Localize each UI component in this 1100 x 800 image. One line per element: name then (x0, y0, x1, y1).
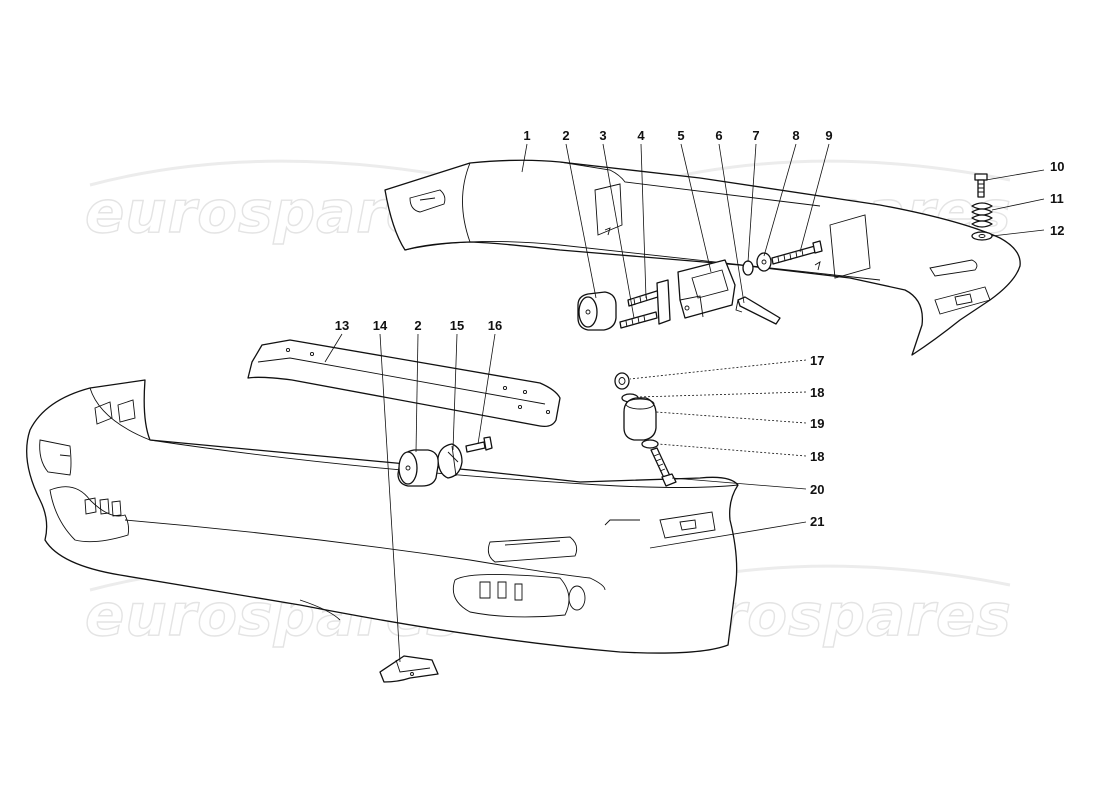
screw-10 (974, 173, 988, 198)
callout-3: 3 (599, 128, 606, 143)
callout-4: 4 (637, 128, 645, 143)
front-bumper (26, 379, 739, 654)
washer-12 (971, 231, 993, 241)
callout-1: 1 (523, 128, 530, 143)
rubber-mount-19 (623, 397, 657, 441)
callout-2-lower: 2 (414, 318, 421, 333)
callout-20: 20 (810, 482, 824, 497)
rubber-buffer-upper (577, 291, 617, 331)
callout-19: 19 (810, 416, 824, 431)
reinforcement-bar (247, 339, 561, 428)
nut-upper (742, 260, 754, 276)
callout-15: 15 (450, 318, 464, 333)
callout-18: 18 (810, 385, 824, 400)
bolt-with-plate (627, 279, 671, 325)
callout-9: 9 (825, 128, 832, 143)
callout-13: 13 (335, 318, 349, 333)
nut-17 (614, 372, 630, 390)
rear-bumper (384, 159, 1021, 356)
bolt-20 (650, 447, 677, 487)
spring-11 (971, 202, 993, 228)
leader-lines (324, 143, 1045, 663)
mounting-bracket (677, 259, 736, 319)
callout-10: 10 (1050, 159, 1064, 174)
screw-16 (465, 436, 493, 453)
clip-15 (437, 443, 463, 479)
callout-6: 6 (715, 128, 722, 143)
retaining-pin (735, 296, 781, 325)
washer-upper (756, 252, 772, 272)
callout-12: 12 (1050, 223, 1064, 238)
callout-7: 7 (752, 128, 759, 143)
stud-bolt (619, 311, 658, 329)
callout-8: 8 (792, 128, 799, 143)
callout-5: 5 (677, 128, 684, 143)
callout-17: 17 (810, 353, 824, 368)
mounting-parts-upper (577, 173, 993, 331)
callout-21: 21 (810, 514, 824, 529)
callout-labels: 1 2 3 4 5 6 7 8 9 10 11 12 13 14 2 15 16… (335, 128, 1065, 529)
callout-18-lower: 18 (810, 449, 824, 464)
mounting-parts-lower (379, 372, 677, 683)
callout-14: 14 (373, 318, 388, 333)
callout-11: 11 (1050, 191, 1064, 206)
bracket-14 (379, 655, 439, 683)
rubber-buffer-lower (397, 449, 439, 487)
callout-2: 2 (562, 128, 569, 143)
callout-16: 16 (488, 318, 502, 333)
washer-18-lower (641, 439, 659, 449)
